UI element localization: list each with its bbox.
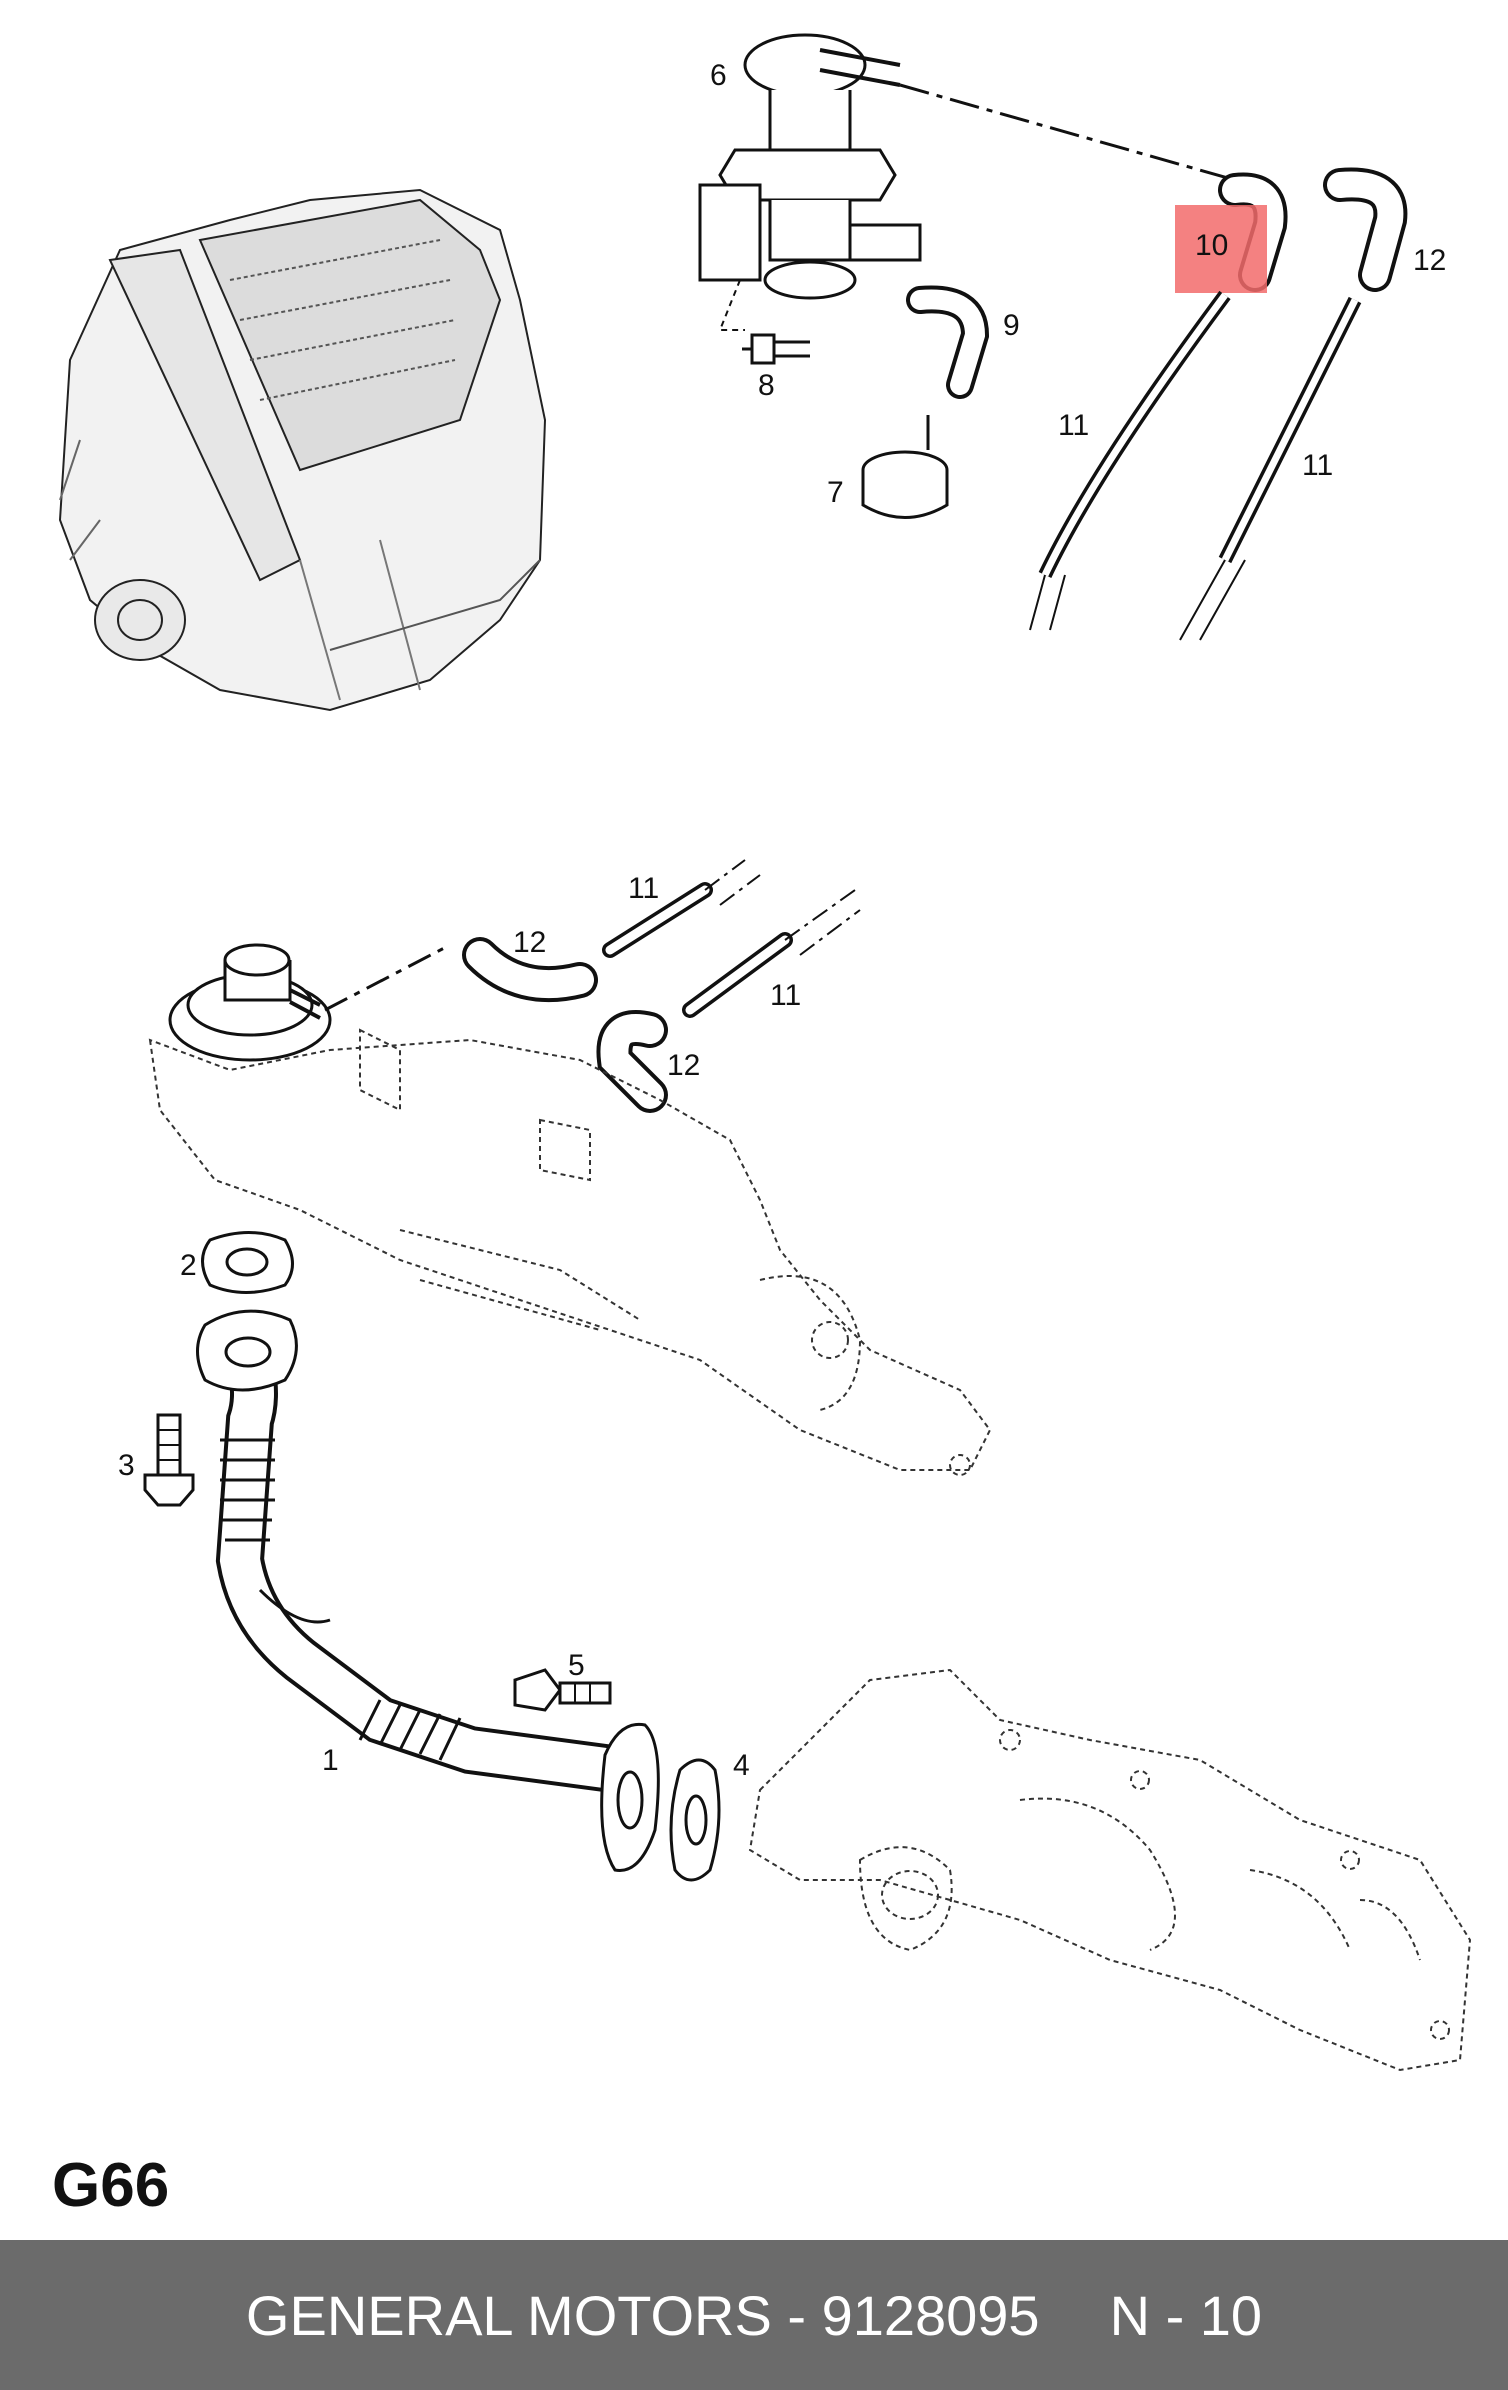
pipe-flange-end [600,1722,660,1872]
diagram-code: G66 [52,2151,170,2220]
intake-manifold [148,1028,992,1476]
callout-5: 5 [568,1649,585,1682]
egr-pipe-1 [215,1321,644,1794]
bolt-5 [513,1668,612,1712]
footer-bar: GENERAL MOTORS - 9128095 N - 10 [0,2240,1508,2390]
callout-4: 4 [733,1749,750,1782]
callout-11-top-left: 11 [1058,409,1089,442]
bolt-3 [143,1413,195,1507]
gasket-4 [669,1758,721,1882]
parts-diagram: 1 2 3 4 5 6 7 8 9 10 11 11 11 11 12 12 1… [58,33,1472,2072]
engine-block-illustration [58,188,547,712]
bolt-8 [742,333,810,365]
egr-dashed-line [324,943,451,1012]
gasket-2 [201,1231,294,1294]
callout-11-top-right: 11 [1302,449,1333,482]
callout-11-mid-lower: 11 [770,979,801,1012]
pipe-flange-top [196,1309,298,1392]
callout-3: 3 [118,1449,135,1482]
highlight-box [1175,205,1267,293]
callout-labels: 1 2 3 4 5 6 7 8 9 10 11 11 11 11 12 12 1… [118,59,1446,1782]
callout-1: 1 [322,1744,339,1777]
callout-8: 8 [758,369,775,402]
callout-12-mid-upper: 12 [513,926,546,959]
vacuum-dashed-line [899,83,1271,192]
footer-part-text: GENERAL MOTORS - 9128095 [245,2283,1040,2347]
callout-6: 6 [710,59,727,92]
vacuum-valve-6 [698,33,922,300]
callout-9: 9 [1003,309,1020,342]
cap-7 [861,415,949,519]
exhaust-manifold [748,1668,1472,2072]
bolt-leader [718,279,745,331]
callout-11-mid-upper: 11 [628,872,659,905]
footer-number-text: N - 10 [1109,2283,1263,2347]
egr-valve [168,943,332,1062]
callout-10: 10 [1195,229,1228,262]
callout-12-top: 12 [1413,244,1446,277]
callout-7: 7 [827,476,844,509]
callout-12-mid-lower: 12 [667,1049,700,1082]
callout-2: 2 [180,1249,197,1282]
